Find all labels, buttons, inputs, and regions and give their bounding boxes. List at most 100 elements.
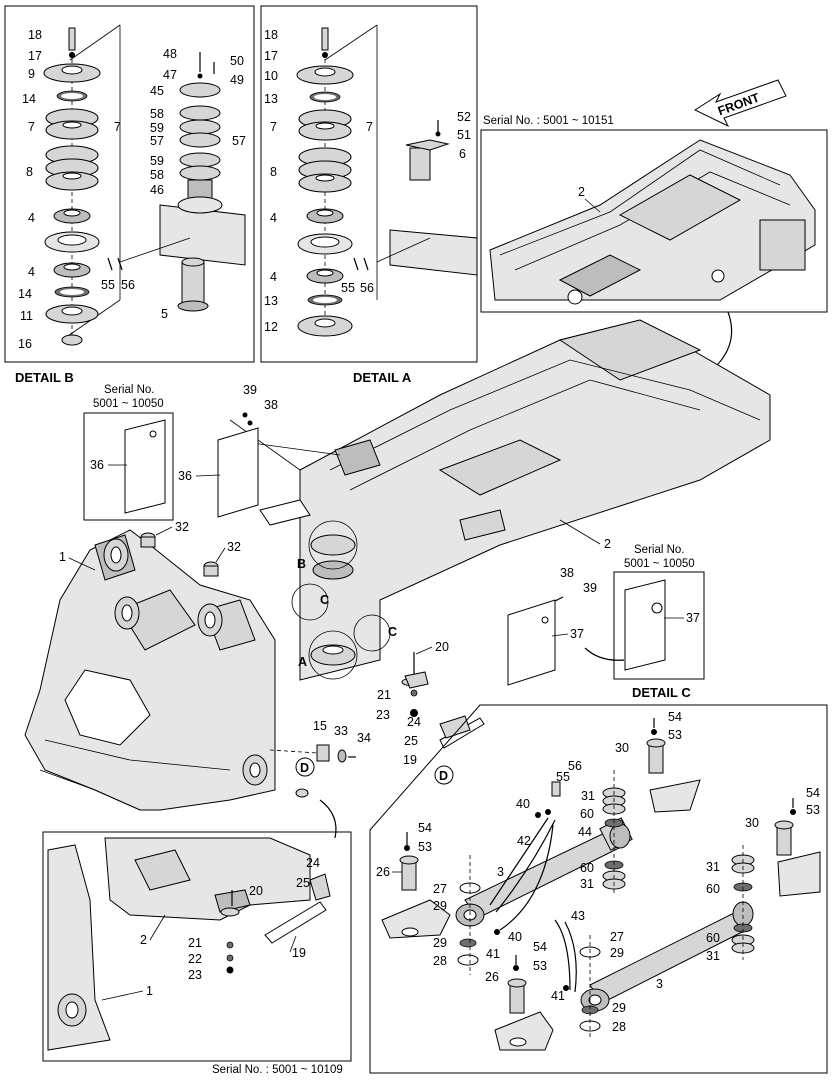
frame-inset-panel: Serial No. : 5001 ~ 10151 FRONT 2: [480, 79, 828, 371]
cover-plate-37: [507, 599, 556, 686]
part-number-54: 54: [418, 821, 432, 835]
part-number-54: 54: [668, 710, 682, 724]
cylinder-3-upper: [464, 827, 626, 919]
circle-label-b: B: [297, 557, 306, 571]
part-number-40: 40: [516, 797, 530, 811]
part-number-16: 16: [18, 337, 32, 351]
steering-cylinder-panel: 54 53 26 27 29 29 28 3 41 40 40 42 56 55…: [369, 704, 828, 1074]
part-number-20: 20: [435, 640, 449, 654]
part-number-36: 36: [90, 458, 104, 472]
lever-19-detail-shape: [264, 901, 327, 944]
part-number-29: 29: [612, 1001, 626, 1015]
part-number-59: 59: [150, 154, 164, 168]
part-number-29: 29: [433, 899, 447, 913]
circle-label-d: D: [439, 769, 448, 783]
part-number-17: 17: [28, 49, 42, 63]
part-number-57: 57: [232, 134, 246, 148]
part-number-57: 57: [150, 134, 164, 148]
part-number-19: 19: [403, 753, 417, 767]
part-number-47: 47: [163, 68, 177, 82]
part-number-14: 14: [18, 287, 32, 301]
part-number-60: 60: [580, 861, 594, 875]
serial-left-line1: Serial No.: [104, 384, 155, 396]
detail-c-frame: [613, 571, 705, 680]
part-number-9: 9: [28, 67, 35, 81]
rear-frame-assembly: B C C A 2 38 39 37 20 21 23 24 25 19 D 3: [178, 319, 771, 785]
serial-right-line2: 5001 ~ 10050: [624, 558, 695, 570]
detail-d-panel: 20 24 25 19 21 22 23 2 1 Serial No. : 50…: [42, 831, 352, 1076]
part-number-1: 1: [59, 550, 66, 564]
part-number-13: 13: [264, 294, 278, 308]
inset-leader-arc: [711, 311, 733, 371]
part-number-41: 41: [486, 947, 500, 961]
part-number-56: 56: [360, 281, 374, 295]
steering-cylinder-frame: [369, 704, 828, 1074]
part-number-24: 24: [306, 856, 320, 870]
part-number-31: 31: [581, 789, 595, 803]
circle-label-a: A: [298, 655, 307, 669]
part-number-15: 15: [313, 719, 327, 733]
serial-10109-label: Serial No. : 5001 ~ 10109: [212, 1064, 343, 1076]
part-number-38: 38: [560, 566, 574, 580]
part-number-3: 3: [497, 865, 504, 879]
part-number-6: 6: [459, 147, 466, 161]
part-number-4: 4: [28, 265, 35, 279]
pin-6-shape: [409, 147, 431, 181]
part-number-26: 26: [485, 970, 499, 984]
part-number-8: 8: [26, 165, 33, 179]
part-number-2: 2: [140, 933, 147, 947]
part-number-13: 13: [264, 92, 278, 106]
part-number-43: 43: [571, 909, 585, 923]
part-number-48: 48: [163, 47, 177, 61]
part-number-50: 50: [230, 54, 244, 68]
part-number-10: 10: [264, 69, 278, 83]
serial-left-frame: [83, 412, 174, 521]
part-number-8: 8: [270, 165, 277, 179]
part-number-4: 4: [28, 211, 35, 225]
frame-inset-frame: [480, 129, 828, 313]
part-number-22: 22: [188, 952, 202, 966]
circle-label-c: C: [320, 593, 329, 607]
part-number-58: 58: [150, 107, 164, 121]
part-number-4: 4: [270, 211, 277, 225]
part-number-60: 60: [706, 882, 720, 896]
part-number-17: 17: [264, 49, 278, 63]
detail-a-title: DETAIL A: [353, 370, 412, 385]
part-number-24: 24: [407, 715, 421, 729]
part-number-27: 27: [433, 882, 447, 896]
part-number-53: 53: [668, 728, 682, 742]
part-number-51: 51: [457, 128, 471, 142]
part-number-54: 54: [533, 940, 547, 954]
detail-a-frame: [260, 5, 478, 363]
part-number-42: 42: [517, 834, 531, 848]
part-number-20: 20: [249, 884, 263, 898]
circle-label-d: D: [300, 761, 309, 775]
part-number-26: 26: [376, 865, 390, 879]
part-number-12: 12: [264, 320, 278, 334]
part-number-46: 46: [150, 183, 164, 197]
part-number-55: 55: [341, 281, 355, 295]
washer-17-shape: [69, 52, 75, 58]
part-number-53: 53: [533, 959, 547, 973]
part-number-55: 55: [101, 278, 115, 292]
part-number-34: 34: [357, 731, 371, 745]
part-number-30: 30: [745, 816, 759, 830]
part-number-56: 56: [568, 759, 582, 773]
part-number-18: 18: [28, 28, 42, 42]
bolt-18-shape: [68, 27, 76, 51]
part-number-19: 19: [292, 946, 306, 960]
part-number-59: 59: [150, 121, 164, 135]
part-number-3: 3: [656, 977, 663, 991]
part-number-25: 25: [404, 734, 418, 748]
detail-a-panel: 18 17 10 13 7 7 8 4 4 13 12 55 56 52 51 …: [260, 5, 478, 385]
part-number-23: 23: [188, 968, 202, 982]
part-number-31: 31: [706, 860, 720, 874]
part-number-33: 33: [334, 724, 348, 738]
part-number-37: 37: [686, 611, 700, 625]
front-frame-assembly: 32 32 1 15 33 34 D: [24, 520, 371, 839]
part-number-39: 39: [583, 581, 597, 595]
part-number-7: 7: [28, 120, 35, 134]
serial-10151-label: Serial No. : 5001 ~ 10151: [483, 115, 614, 127]
part-number-49: 49: [230, 73, 244, 87]
part-number-32: 32: [175, 520, 189, 534]
